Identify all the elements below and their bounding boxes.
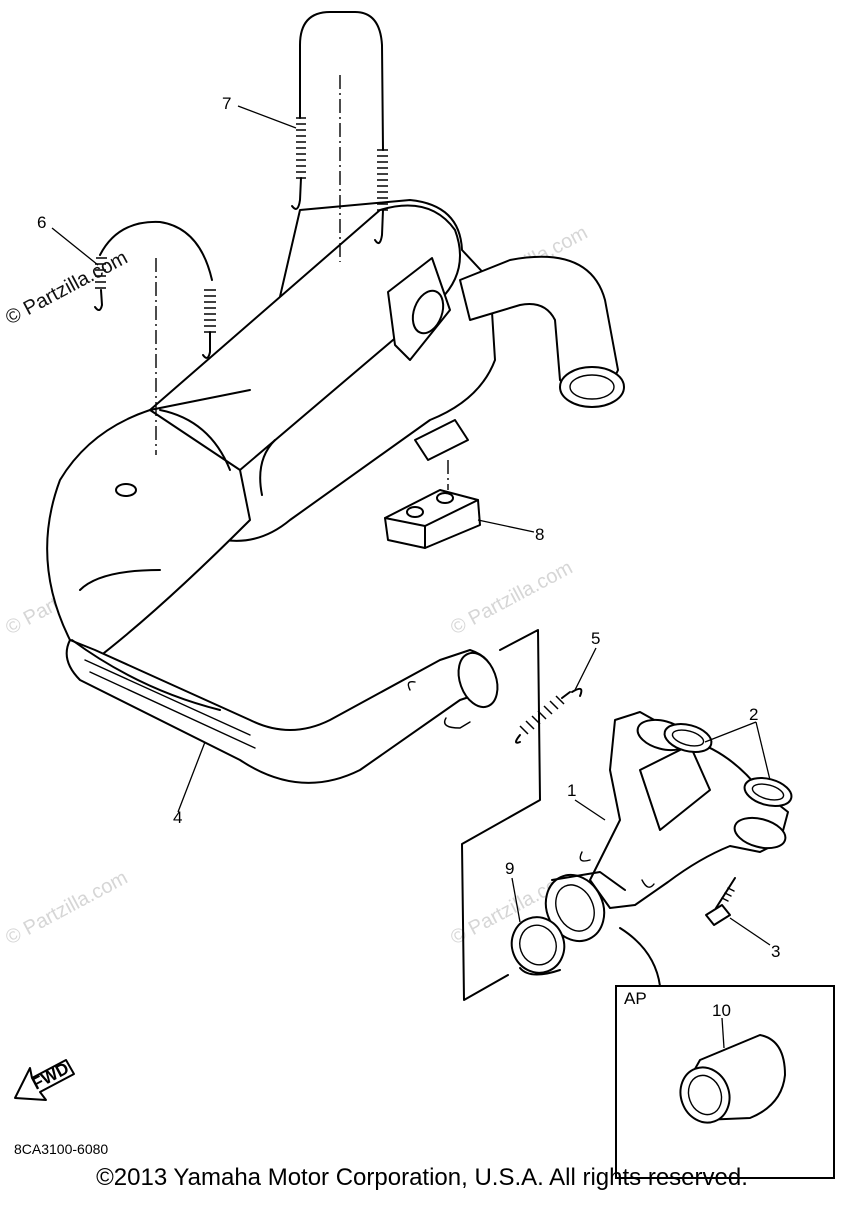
callout-4: 4	[173, 808, 182, 827]
callout-1: 1	[567, 781, 576, 800]
callout-9: 9	[505, 859, 514, 878]
watermark-dark: © Partzilla.com	[2, 247, 131, 330]
callout-5: 5	[591, 629, 600, 648]
spring-5	[515, 687, 583, 744]
callout-8: 8	[535, 525, 544, 544]
callout-labels: 1 2 3 4 5 6 7 8 9 10 AP	[37, 94, 780, 1020]
muffler-assembly	[46, 199, 625, 784]
spring-6	[94, 220, 216, 359]
ap-label: AP	[624, 989, 647, 1008]
watermark: © Partzilla.com	[447, 557, 576, 640]
callout-10: 10	[712, 1001, 731, 1020]
callout-2: 2	[749, 705, 758, 724]
copyright-text: ©2013 Yamaha Motor Corporation, U.S.A. A…	[96, 1164, 748, 1191]
centerlines	[155, 75, 449, 490]
watermark: © Partzilla.com	[2, 867, 131, 950]
gasket-2	[663, 722, 793, 808]
diagram-code: 8CA3100-6080	[14, 1141, 109, 1157]
fwd-label: FWD	[29, 1059, 72, 1094]
spring-7	[291, 11, 388, 245]
leader-lines	[51, 105, 771, 1049]
callout-3: 3	[771, 942, 780, 961]
seal-9	[510, 916, 566, 976]
fwd-arrow-icon: FWD	[14, 1059, 75, 1101]
bolt-3	[705, 877, 736, 926]
assembly-bracket	[461, 629, 541, 1001]
ap-inset	[615, 927, 835, 1179]
exhaust-pipe-1	[544, 711, 789, 943]
callout-7: 7	[222, 94, 231, 113]
callout-6: 6	[37, 213, 46, 232]
damper-8	[384, 489, 481, 549]
